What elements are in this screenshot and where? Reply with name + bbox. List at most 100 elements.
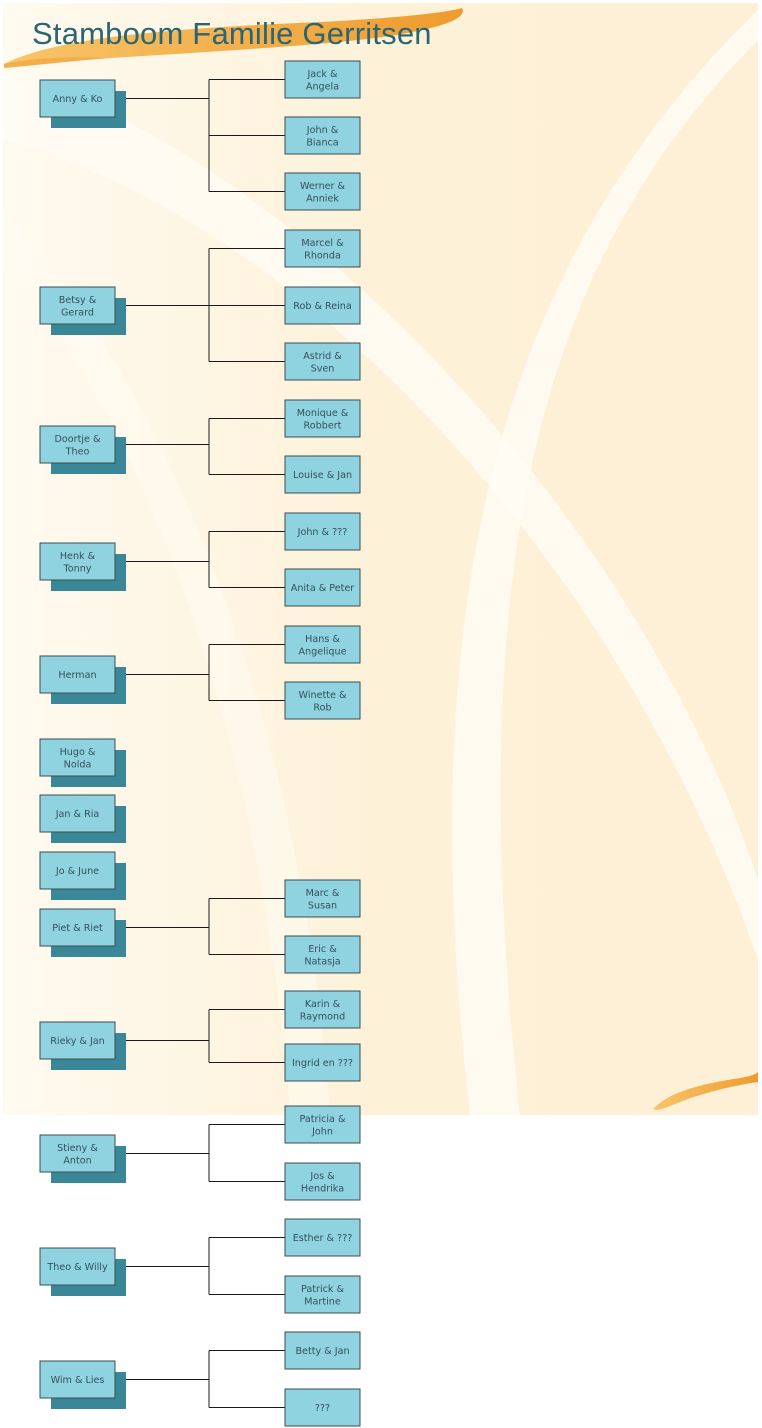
- child-node-label: Angelique: [298, 646, 346, 657]
- parent-node-label: Gerard: [61, 307, 94, 318]
- parent-node-box: [39, 655, 116, 694]
- family-group: Wim & Lies Betty & Jan???: [39, 1331, 361, 1427]
- child-node-label: Rob & Reina: [293, 301, 352, 312]
- child-node-label: Robbert: [304, 420, 342, 431]
- child-node-label: Natasja: [304, 956, 340, 967]
- parent-node-label: Rieky & Jan: [50, 1036, 105, 1047]
- child-node-box: [284, 286, 361, 325]
- child-node-label: Esther & ???: [293, 1233, 353, 1244]
- parent-node-box: [39, 794, 116, 833]
- parent-node-box: [39, 79, 116, 118]
- child-node-box: [284, 60, 361, 99]
- child-node-label: Bianca: [306, 137, 338, 148]
- parent-node-box: [39, 286, 116, 325]
- child-node-label: Louise & Jan: [293, 470, 352, 481]
- parent-node-label: Herman: [58, 670, 96, 681]
- parent-node-label: Jo & June: [55, 866, 99, 877]
- child-node-box: [284, 1162, 361, 1201]
- child-node-label: Ingrid en ???: [292, 1058, 353, 1069]
- child-node-label: ???: [315, 1403, 330, 1414]
- child-node-label: Patrick &: [301, 1284, 344, 1295]
- child-node-label: Susan: [308, 900, 337, 911]
- parent-node-label: Piet & Riet: [52, 923, 103, 934]
- child-node-box: [284, 1218, 361, 1257]
- corner-swoosh: [654, 1072, 758, 1110]
- child-node-label: Patricia &: [300, 1114, 346, 1125]
- parent-node-label: Stieny &: [57, 1143, 98, 1154]
- child-node-label: Hans &: [305, 634, 340, 645]
- parent-node-box: [39, 738, 116, 777]
- child-node-label: Angela: [306, 81, 339, 92]
- child-node-label: John & ???: [297, 527, 348, 538]
- child-node-label: Astrid &: [303, 351, 342, 362]
- family-group: Henk &Tonny John & ??? Anita & Peter: [39, 512, 361, 607]
- child-node-box: [284, 1105, 361, 1144]
- title-swoosh: [4, 8, 463, 66]
- parent-node-label: Anton: [63, 1155, 91, 1166]
- parent-node-label: Theo: [65, 446, 90, 457]
- child-node-box: [284, 172, 361, 211]
- parent-node-box: [39, 1021, 116, 1060]
- child-node-box: [284, 1043, 361, 1082]
- child-node-label: Jos &: [309, 1171, 335, 1182]
- child-node-label: Jack &: [306, 69, 338, 80]
- child-node-box: [284, 1388, 361, 1427]
- child-node-label: Karin &: [305, 999, 341, 1010]
- child-node-box: [284, 399, 361, 438]
- parent-node-label: Nolda: [64, 759, 92, 770]
- parent-node-label: Doortje &: [55, 434, 101, 445]
- child-node-box: [284, 935, 361, 974]
- parent-node-label: Henk &: [60, 551, 96, 562]
- parent-node-label: Anny & Ko: [53, 94, 103, 105]
- child-node-label: John: [311, 1126, 333, 1137]
- child-node-box: [284, 1275, 361, 1314]
- child-node-label: Marc &: [306, 888, 340, 899]
- parent-node-box: [39, 1134, 116, 1173]
- child-node-box: [284, 342, 361, 381]
- child-node-label: Rhonda: [304, 250, 341, 261]
- child-node-box: [284, 116, 361, 155]
- child-node-label: Monique &: [297, 408, 349, 419]
- family-group: Jo & June: [39, 851, 126, 900]
- parent-node-label: Tonny: [63, 563, 92, 574]
- child-node-box: [284, 681, 361, 720]
- child-node-label: Sven: [311, 363, 335, 374]
- family-group: Jan & Ria: [39, 794, 126, 843]
- child-node-box: [284, 455, 361, 494]
- child-node-label: Rob: [313, 702, 331, 713]
- family-group: Theo & Willy Esther & ??? Patrick &Martine: [39, 1218, 361, 1314]
- child-node-label: Winette &: [299, 690, 347, 701]
- parent-node-box: [39, 425, 116, 464]
- child-node-label: Martine: [304, 1296, 341, 1307]
- child-node-box: [284, 625, 361, 664]
- family-group: Hugo &Nolda: [39, 738, 126, 787]
- child-node-box: [284, 879, 361, 918]
- page-title: Stamboom Familie Gerritsen: [32, 16, 432, 51]
- child-node-label: Anniek: [306, 193, 339, 204]
- child-node-label: Hendrika: [301, 1183, 344, 1194]
- child-node-label: Werner &: [300, 181, 346, 192]
- child-node-label: John &: [306, 125, 339, 136]
- child-node-box: [284, 568, 361, 607]
- child-node-label: Betty & Jan: [295, 1346, 349, 1357]
- parent-node-box: [39, 542, 116, 581]
- child-node-label: Eric &: [308, 944, 337, 955]
- child-node-box: [284, 229, 361, 268]
- child-node-box: [284, 1331, 361, 1370]
- parent-node-label: Wim & Lies: [51, 1375, 105, 1386]
- parent-node-label: Theo & Willy: [46, 1262, 108, 1273]
- child-node-label: Anita & Peter: [291, 583, 355, 594]
- parent-node-box: [39, 1360, 116, 1399]
- child-node-label: Raymond: [300, 1011, 345, 1022]
- parent-node-label: Hugo &: [60, 747, 96, 758]
- parent-node-box: [39, 1247, 116, 1286]
